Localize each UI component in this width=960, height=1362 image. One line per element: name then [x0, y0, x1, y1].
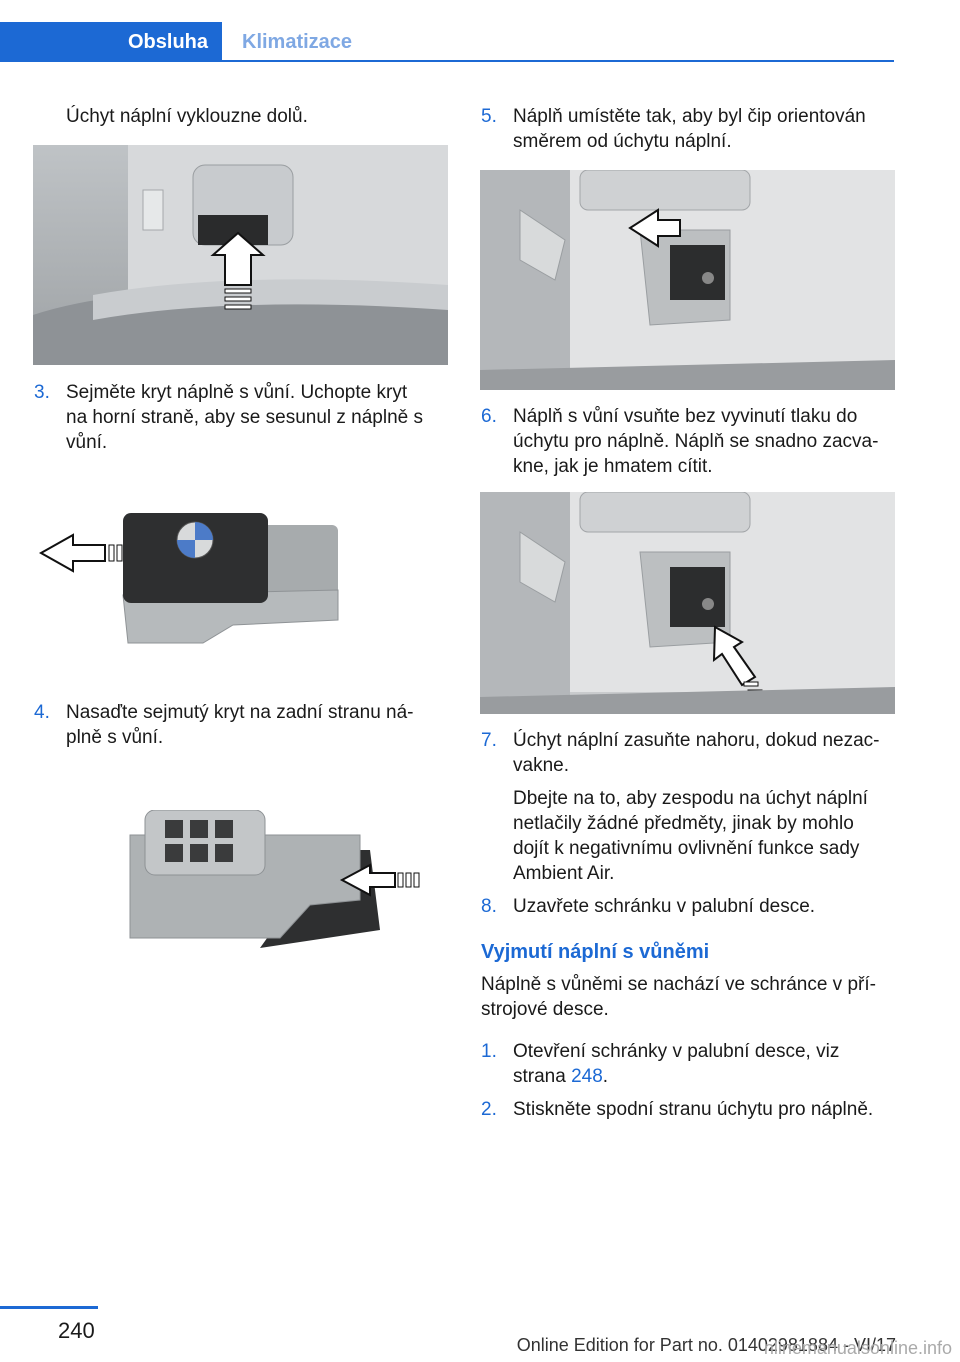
sub-step-1-line-1: Otevření schránky v palubní desce, viz: [513, 1041, 840, 1062]
step-4-number: 4.: [34, 702, 50, 723]
page-ref-prefix: strana: [513, 1066, 572, 1087]
footer-divider: [0, 1306, 98, 1309]
header-tab-obsluha[interactable]: Obsluha: [0, 22, 222, 62]
note-line-3: dojít k negativnímu ovlivnění funkce sad…: [513, 838, 860, 859]
step-8-line-1: Uzavřete schránku v palubní desce.: [513, 896, 816, 917]
step-3-line-2: na horní straně, aby se sesunul z náplně…: [66, 407, 424, 428]
header-tab-label: Obsluha: [127, 30, 208, 53]
step-5-number: 5.: [481, 106, 497, 127]
step-3-line-1: Sejměte kryt náplně s vůní. Uchopte kryt: [66, 382, 408, 403]
cartridge-insert-photo-1: [480, 170, 895, 390]
step-7-line-1: Úchyt náplní zasuňte nahoru, dokud nezac…: [513, 730, 880, 751]
section-para-line-1: Náplně s vůněmi se nachází ve schránce v…: [481, 974, 876, 995]
step-3-line-3: vůní.: [66, 432, 108, 453]
glovebox-photo-1: [33, 145, 448, 365]
header-tab-klimatizace[interactable]: Klimatizace: [222, 22, 422, 62]
watermark-text: nlinemanualsonline.info: [763, 1338, 952, 1358]
sub-step-1-number: 1.: [481, 1041, 497, 1062]
step-6-line-2: úchytu pro náplně. Náplň se snadno zacva…: [513, 431, 879, 452]
edition-text: Online Edition for Part no. 01402981884 …: [516, 1335, 896, 1355]
step-5-line-1: Náplň umístěte tak, aby byl čip orientov…: [513, 106, 866, 127]
header-divider: [222, 60, 894, 62]
cover-attach-illustration: [110, 810, 430, 960]
note-line-2: netlačily žádné předměty, jinak by mohlo: [513, 813, 854, 834]
section-para-line-2: strojové desce.: [481, 999, 609, 1020]
page-number: 240: [58, 1318, 95, 1343]
note-line-1: Dbejte na to, aby zespodu na úchyt nápln…: [513, 788, 868, 809]
step-7-line-2: vakne.: [513, 755, 569, 776]
step-8-number: 8.: [481, 896, 497, 917]
step-3-number: 3.: [34, 382, 50, 403]
sub-step-2-number: 2.: [481, 1099, 497, 1120]
step-4-line-2: plně s vůní.: [66, 727, 164, 748]
sub-step-1-line-2: strana 248.: [513, 1064, 608, 1089]
header-tab-label: Klimatizace: [242, 30, 353, 53]
note-line-4: Ambient Air.: [513, 863, 615, 884]
step-7-number: 7.: [481, 730, 497, 751]
cartridge-cover-removal-illustration: [33, 495, 448, 670]
step-6-line-1: Náplň s vůní vsuňte bez vyvinutí tlaku d…: [513, 406, 858, 427]
section-heading: Vyjmutí náplní s vůněmi: [481, 941, 710, 963]
step-4-line-1: Nasaďte sejmutý kryt na zadní stranu ná‐: [66, 702, 414, 723]
sub-step-2-line-1: Stiskněte spodní stranu úchytu pro nápln…: [513, 1099, 874, 1120]
page-ref-link[interactable]: 248: [571, 1066, 603, 1087]
step-6-line-3: kne, jak je hmatem cítit.: [513, 456, 713, 477]
cartridge-insert-photo-2: [480, 492, 895, 714]
step-5-line-2: směrem od úchytu náplní.: [513, 131, 732, 152]
page-ref-suffix: .: [602, 1066, 609, 1087]
intro-text: Úchyt náplní vyklouzne dolů.: [66, 106, 308, 127]
step-6-number: 6.: [481, 406, 497, 427]
